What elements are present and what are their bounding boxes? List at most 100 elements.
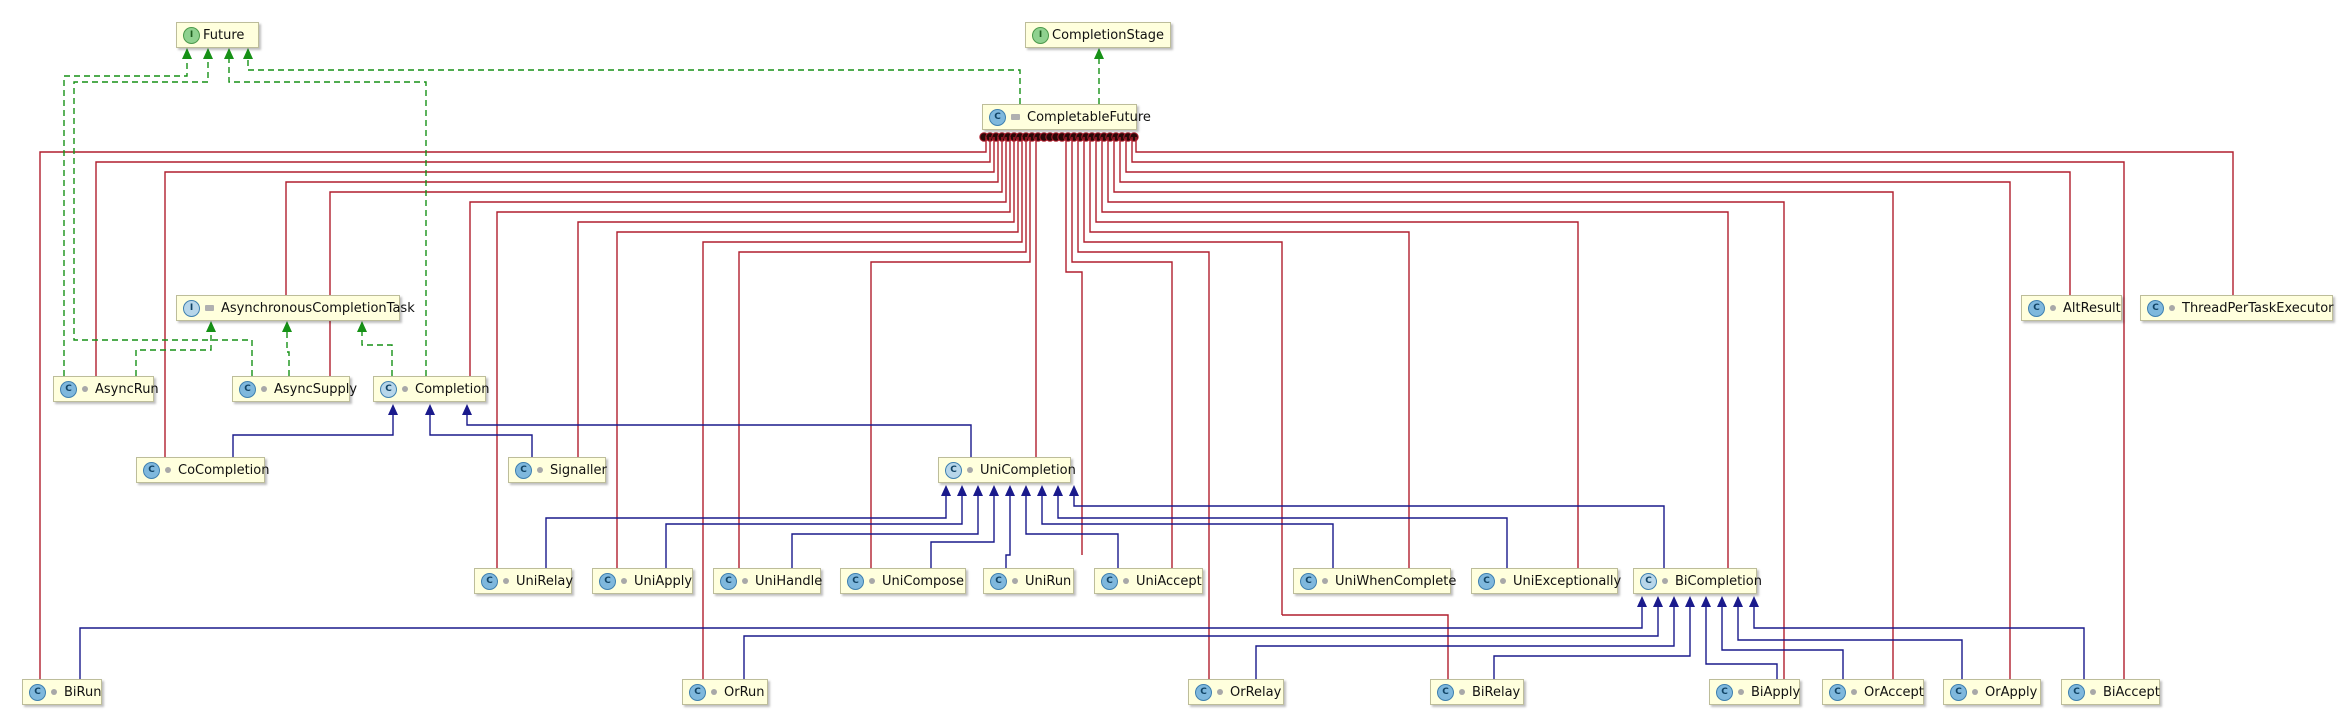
visibility-icon <box>537 467 543 473</box>
node-completablefuture[interactable]: C CompletableFuture <box>982 104 1151 130</box>
static-class-icon: C <box>239 380 256 398</box>
extends-edge <box>1493 605 1691 679</box>
inner-class-edge <box>1077 137 1210 692</box>
inner-class-edge <box>469 137 1007 389</box>
visibility-icon <box>1217 689 1223 695</box>
visibility-icon <box>742 578 748 584</box>
node-label: CoCompletion <box>178 462 270 478</box>
node-unicompletion[interactable]: C UniCompletion <box>938 457 1076 483</box>
implements-edge <box>361 327 393 376</box>
static-class-icon: C <box>2028 299 2045 317</box>
node-unihandle[interactable]: C UniHandle <box>713 568 822 594</box>
inner-class-edge <box>738 137 1027 581</box>
node-label: UniRun <box>1025 573 1072 589</box>
inner-class-edge <box>1131 137 2125 692</box>
visibility-icon <box>402 386 408 392</box>
implements-edge <box>73 54 253 376</box>
extends-arrow <box>1053 485 1063 496</box>
extends-arrow <box>957 485 967 496</box>
node-uniaccept[interactable]: C UniAccept <box>1094 568 1203 594</box>
visibility-icon <box>2090 689 2096 695</box>
node-label: AltResult <box>2063 300 2121 316</box>
node-orapply[interactable]: C OrApply <box>1943 679 2041 705</box>
extends-edge <box>466 413 972 457</box>
extends-arrow <box>1069 485 1079 496</box>
node-orrelay[interactable]: C OrRelay <box>1188 679 1284 705</box>
node-uniexceptionally[interactable]: C UniExceptionally <box>1471 568 1621 594</box>
extends-arrow <box>973 485 983 496</box>
implements-arrow <box>243 48 253 59</box>
extends-arrow <box>1669 596 1679 607</box>
node-threadpertaskexecutor[interactable]: C ThreadPerTaskExecutor <box>2140 295 2334 321</box>
implements-arrow <box>357 321 367 332</box>
visibility-icon <box>1662 578 1668 584</box>
node-unicompose[interactable]: C UniCompose <box>840 568 966 594</box>
extends-arrow <box>941 485 951 496</box>
node-label: BiCompletion <box>1675 573 1762 589</box>
abstract-class-icon: C <box>945 461 962 479</box>
abstract-class-icon: C <box>1640 572 1657 590</box>
inner-class-edge <box>1125 137 2071 308</box>
inner-class-edge <box>1135 137 2234 308</box>
extends-arrow <box>1749 596 1759 607</box>
node-asyncrun[interactable]: C AsyncRun <box>53 376 159 402</box>
node-label: OrRun <box>724 684 765 700</box>
node-signaller[interactable]: C Signaller <box>508 457 607 483</box>
implements-arrow <box>203 48 213 59</box>
extends-arrow <box>1733 596 1743 607</box>
node-altresult[interactable]: C AltResult <box>2021 295 2122 321</box>
node-completionstage[interactable]: I CompletionStage <box>1025 22 1171 48</box>
visibility-icon <box>51 689 57 695</box>
node-label: CompletionStage <box>1052 27 1165 43</box>
node-bicompletion[interactable]: C BiCompletion <box>1633 568 1762 594</box>
node-birun[interactable]: C BiRun <box>22 679 102 705</box>
node-label: UniRelay <box>516 573 574 589</box>
static-class-icon: C <box>1437 683 1454 701</box>
visibility-icon <box>261 386 267 392</box>
node-unirelay[interactable]: C UniRelay <box>474 568 574 594</box>
node-label: OrApply <box>1985 684 2038 700</box>
visibility-icon <box>1851 689 1857 695</box>
inner-class-edge <box>285 137 999 308</box>
visibility-icon <box>2169 305 2175 311</box>
interface-icon: I <box>1032 26 1049 44</box>
node-birelay[interactable]: C BiRelay <box>1430 679 1524 705</box>
node-asyncsupply[interactable]: C AsyncSupply <box>232 376 357 402</box>
visibility-icon <box>165 467 171 473</box>
static-class-icon: C <box>1101 572 1118 590</box>
implements-edge <box>135 327 212 376</box>
public-visibility-icon <box>1011 114 1020 120</box>
node-oraccept[interactable]: C OrAccept <box>1822 679 1924 705</box>
node-asynccompletiontask[interactable]: I AsynchronousCompletionTask <box>176 295 415 321</box>
extends-edge <box>1705 605 1778 679</box>
inner-class-edge <box>577 137 1015 470</box>
node-uniapply[interactable]: C UniApply <box>592 568 693 594</box>
node-orrun[interactable]: C OrRun <box>682 679 768 705</box>
node-label: AsynchronousCompletionTask <box>221 300 415 316</box>
static-class-icon: C <box>29 683 46 701</box>
extends-arrow <box>1637 596 1647 607</box>
extends-arrow <box>1005 485 1015 496</box>
extends-arrow <box>1717 596 1727 607</box>
node-label: AsyncRun <box>95 381 159 397</box>
node-label: UniCompose <box>882 573 965 589</box>
node-biapply[interactable]: C BiApply <box>1709 679 1800 705</box>
inner-class-marker <box>1129 132 1139 142</box>
inner-class-edge <box>1089 137 1410 581</box>
node-uniwhencomplete[interactable]: C UniWhenComplete <box>1293 568 1456 594</box>
extends-edge <box>1737 605 1963 679</box>
node-cocompletion[interactable]: C CoCompletion <box>136 457 270 483</box>
node-label: BiAccept <box>2103 684 2160 700</box>
node-completion[interactable]: C Completion <box>373 376 489 402</box>
node-future[interactable]: I Future <box>176 22 259 48</box>
static-class-icon: C <box>1950 683 1967 701</box>
abstract-class-icon: C <box>380 380 397 398</box>
node-unirun[interactable]: C UniRun <box>983 568 1074 594</box>
extends-edge <box>1057 494 1508 568</box>
visibility-icon <box>1500 578 1506 584</box>
extends-arrow <box>1701 596 1711 607</box>
visibility-icon <box>1459 689 1465 695</box>
node-biaccept[interactable]: C BiAccept <box>2061 679 2160 705</box>
visibility-icon <box>1738 689 1744 695</box>
